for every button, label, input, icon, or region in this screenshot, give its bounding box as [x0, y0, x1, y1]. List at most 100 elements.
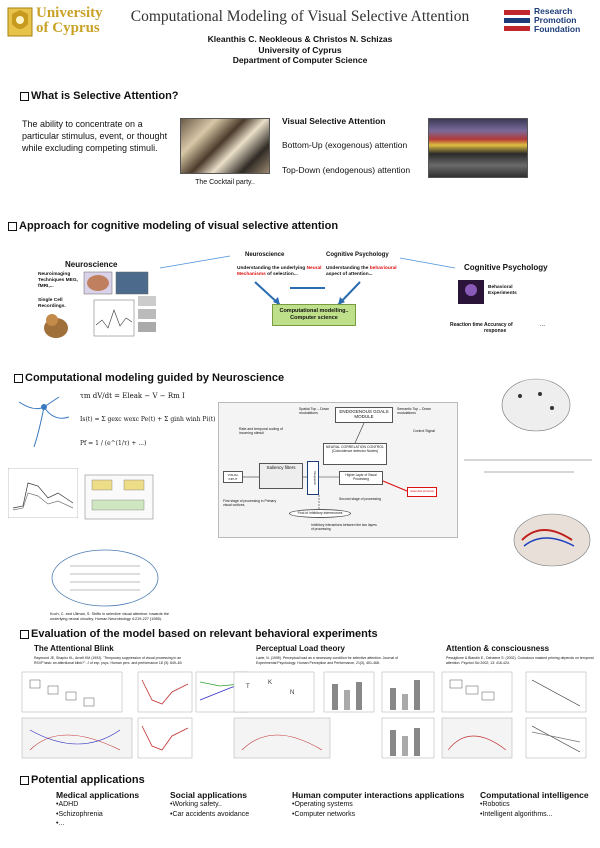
higher-layer-box: Higher Layer of Visual Processing [339, 471, 383, 485]
center-cog-desc: Understanding the behavioural aspect of … [326, 266, 397, 278]
app-medical: Medical applications •ADHD •Schizophreni… [56, 790, 139, 829]
app-ci-item: •Intelligent algorithms... [480, 810, 553, 818]
ab-curve-1 [137, 671, 193, 713]
definition-text: The ability to concentrate on a particul… [22, 119, 168, 153]
histogram-stack [138, 296, 156, 332]
app-medical-item: •... [56, 820, 65, 827]
plt-figures: T K N [233, 671, 435, 759]
rpf-mark-icon [504, 10, 530, 31]
circuit-diagram [84, 474, 154, 520]
department: Department of Computer Science [232, 55, 368, 65]
eq-right-lines [464, 459, 592, 473]
equation-2: Pf = 1 / (e^(1/τ) + ...) [80, 440, 147, 447]
svg-text:K: K [268, 680, 272, 686]
app-ci: Computational intelligence •Robotics •In… [480, 790, 589, 819]
authors: Kleanthis C. Neokleous & Christos N. Sch… [207, 34, 393, 44]
app-social-item: •Car accidents avoidance [170, 810, 250, 818]
diagram-arrows [243, 422, 408, 509]
app-ci-item: •Robotics [480, 801, 510, 808]
checkbox-icon [8, 221, 17, 231]
section5-heading: Potential applications [20, 774, 145, 786]
svg-text:N: N [290, 690, 294, 696]
section2-heading: Approach for cognitive modeling of visua… [8, 220, 338, 232]
right-cog-psych: Cognitive Psychology [464, 263, 548, 272]
crest-icon [7, 7, 33, 37]
model-diagram: ENDOGENOUS GOALS MODULE Spatial Top – Do… [218, 402, 458, 538]
equations-ellipse [51, 549, 159, 607]
university-name: University of Cyprus [36, 5, 103, 36]
fmri-image [115, 271, 149, 295]
ac-figures [441, 671, 587, 759]
brain-map-2 [513, 513, 591, 567]
ac-network [441, 717, 513, 759]
accuracy: Accuracy of response [484, 322, 513, 334]
affiliation: University of Cyprus [258, 44, 342, 55]
authors-block: Kleanthis C. Neokleous & Christos N. Sch… [150, 34, 450, 66]
rpf-word-1: Research [534, 6, 573, 16]
ac-curve-1 [525, 671, 587, 713]
neuron-sketch [18, 396, 70, 448]
saliency-filters-box: Saliency filters [259, 463, 303, 489]
ab-figures [21, 671, 249, 759]
app-social-item: •Working safety.. [170, 801, 222, 808]
plt-display [233, 671, 315, 713]
eq-right [464, 452, 594, 484]
inhibitory-interactions: Inhibitory interactions between the two … [311, 523, 377, 531]
approach-arrows [159, 255, 456, 306]
center-cog-psych: Cognitive Psychology [326, 252, 389, 258]
checkbox-icon [20, 629, 29, 639]
head-image [458, 280, 484, 304]
spatial-td: Spatial Top – Down modulations [299, 407, 330, 415]
neuro-images [83, 271, 149, 337]
ab-title: The Attentional Blink [34, 644, 114, 653]
app-social-title: Social applications [170, 790, 247, 800]
ab-reference: Raymond JE, Shapiro KL, Arnell KM (1992)… [34, 656, 182, 665]
monkey-image [44, 314, 68, 338]
spike-rate-plot [8, 468, 78, 518]
rpf-word-3: Foundation [534, 24, 581, 34]
ac-reference: Pessiglione & Blandin E., Dehaene S. (20… [446, 656, 594, 665]
first-stage: First stage of processing in Primary vis… [223, 499, 277, 507]
pool-inhibitory: Pool of inhibitory interneurons [289, 509, 351, 518]
ab-network [21, 717, 133, 759]
single-cell-text: Single Cell Recordings. [38, 298, 66, 309]
svg-text:T: T [246, 684, 250, 690]
app-ci-title: Computational intelligence [480, 790, 589, 800]
neural-correlation-box: NEURAL CORRELATION CONTROL (Coincidence … [323, 443, 387, 465]
integration-box: Integration [307, 461, 319, 495]
behavioral-experiments: Behavioral Experiments [488, 285, 517, 296]
koch-reference: Koch, C. and Ullman, S. Shifts in select… [50, 612, 170, 621]
second-stage: Second stage of processing [339, 497, 381, 501]
semantic-td: Semantic Top – Down modulations [397, 407, 431, 415]
app-social: Social applications •Working safety.. •C… [170, 790, 249, 819]
control-signal: Control Signal [413, 429, 435, 433]
bottom-up-text: Bottom-Up (exogenous) attention [282, 140, 408, 150]
visual-input-box: VISUAL INPUT [223, 471, 243, 483]
app-hci-title: Human computer interactions applications [292, 790, 465, 800]
app-hci-item: •Operating systems [292, 801, 353, 808]
rate-temporal: Rate and temporal coding of incoming sti… [239, 427, 283, 435]
plt-network [233, 717, 331, 759]
app-medical-item: •ADHD [56, 801, 79, 808]
ac-curve-2 [525, 717, 587, 759]
spike-plot [93, 299, 135, 337]
vsa-title: Visual Selective Attention [282, 116, 386, 126]
neuroscience-label: Neuroscience [65, 260, 118, 269]
section3-heading: Computational modeling guided by Neurosc… [14, 372, 284, 384]
app-hci: Human computer interactions applications… [292, 790, 464, 819]
rpf-logo: Research Promotion Foundation [500, 4, 598, 40]
checkbox-icon [20, 775, 29, 785]
ab-curve-3 [137, 717, 193, 759]
rpf-word-2: Promotion [534, 15, 577, 25]
attended-stimulus-box: Attended stimulus [407, 487, 437, 497]
plt-reference: Lavie, N. (1995). Perceptual load as a n… [256, 656, 399, 665]
street-photo [428, 118, 528, 178]
cocktail-party-photo [180, 118, 270, 174]
more-dots: ... [540, 322, 546, 328]
university-logo: University of Cyprus [6, 6, 116, 38]
checkbox-icon [20, 91, 29, 101]
center-neuroscience: Neuroscience [245, 252, 285, 258]
reaction-time: Reaction time [450, 322, 483, 328]
plt-title: Perceptual Load theory [256, 644, 345, 653]
endogenous-box: ENDOGENOUS GOALS MODULE [335, 407, 393, 423]
